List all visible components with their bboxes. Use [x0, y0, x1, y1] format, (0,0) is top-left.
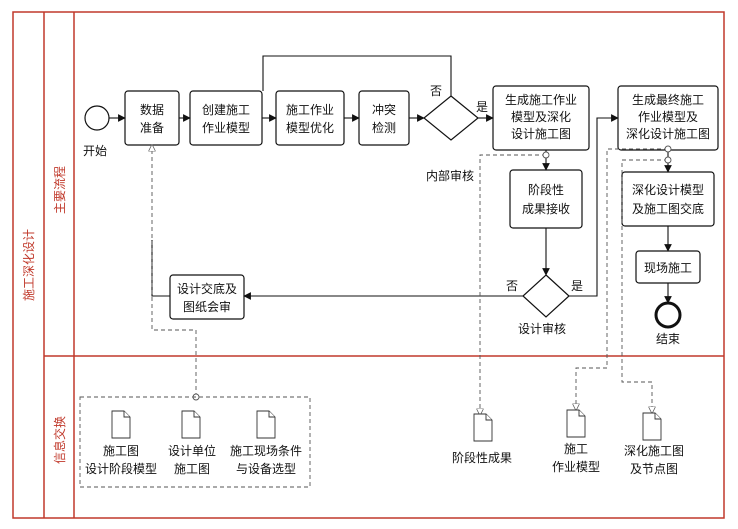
- svg-text:模型优化: 模型优化: [286, 121, 334, 135]
- svg-text:模型及深化: 模型及深化: [511, 110, 571, 124]
- sequence-flows: [109, 55, 672, 304]
- svg-text:作业模型及: 作业模型及: [638, 110, 698, 124]
- svg-text:作业模型: 作业模型: [552, 460, 600, 474]
- svg-text:施工图: 施工图: [103, 444, 139, 458]
- gateway-design-review[interactable]: [522, 274, 570, 318]
- gateway-design-review-label: 设计审核: [518, 321, 566, 336]
- task-optimize[interactable]: 施工作业 模型优化: [275, 90, 345, 146]
- svg-text:设计交底及: 设计交底及: [177, 281, 237, 296]
- pool-title: 施工深化设计: [22, 229, 36, 301]
- svg-text:阶段性成果: 阶段性成果: [452, 450, 512, 465]
- svg-text:阶段性: 阶段性: [528, 182, 564, 197]
- lane-info-title: 信息交换: [52, 416, 67, 464]
- svg-text:数据: 数据: [140, 102, 164, 117]
- input-group: [79, 396, 311, 488]
- start-label: 开始: [83, 144, 107, 158]
- svg-text:作业模型: 作业模型: [202, 121, 250, 135]
- svg-text:深化设计施工图: 深化设计施工图: [626, 127, 710, 141]
- gateway-review-yes-label: 是: [571, 279, 583, 293]
- task-final[interactable]: 生成最终施工 作业模型及 深化设计施工图: [617, 85, 719, 151]
- gateway-review-no-label: 否: [506, 279, 518, 293]
- output-detail-drawings[interactable]: 深化施工图 及节点图: [624, 412, 684, 476]
- input-doc-2[interactable]: 设计单位 施工图: [168, 410, 216, 476]
- svg-text:及节点图: 及节点图: [630, 462, 678, 476]
- output-work-model[interactable]: 施工 作业模型: [552, 409, 600, 474]
- svg-text:创建施工: 创建施工: [202, 103, 250, 117]
- input-doc-1[interactable]: 施工图 设计阶段模型: [85, 410, 157, 476]
- lane-main-title: 主要流程: [52, 166, 67, 214]
- input-doc-3[interactable]: 施工现场条件 与设备选型: [230, 410, 302, 476]
- task-stage-accept[interactable]: 阶段性 成果接收: [509, 169, 583, 229]
- task-data-prep[interactable]: 数据 准备: [124, 90, 180, 146]
- end-event[interactable]: [654, 301, 682, 329]
- output-stage-result[interactable]: 阶段性成果: [452, 413, 512, 465]
- svg-text:施工: 施工: [564, 442, 588, 456]
- svg-text:冲突: 冲突: [372, 102, 396, 117]
- svg-text:深化施工图: 深化施工图: [624, 444, 684, 458]
- annotation-internal-review: 内部审核: [426, 168, 474, 183]
- svg-text:施工现场条件: 施工现场条件: [230, 444, 302, 458]
- task-site-construction[interactable]: 现场施工: [635, 250, 701, 284]
- task-handover[interactable]: 深化设计模型 及施工图交底: [621, 171, 715, 227]
- gateway-clash[interactable]: [423, 95, 479, 141]
- svg-text:成果接收: 成果接收: [522, 201, 570, 216]
- end-label: 结束: [656, 332, 680, 346]
- svg-text:现场施工: 现场施工: [644, 261, 692, 275]
- task-clash-detection[interactable]: 冲突 检测: [358, 90, 410, 146]
- gateway-clash-no-label: 否: [430, 84, 442, 98]
- svg-text:检测: 检测: [372, 120, 396, 135]
- svg-text:深化设计模型: 深化设计模型: [632, 183, 704, 197]
- pool: [12, 11, 725, 519]
- start-event[interactable]: [84, 105, 110, 131]
- svg-text:设计单位: 设计单位: [168, 443, 216, 458]
- svg-text:施工作业: 施工作业: [286, 103, 334, 117]
- task-generate[interactable]: 生成施工作业 模型及深化 设计施工图: [492, 85, 590, 151]
- svg-text:生成最终施工: 生成最终施工: [632, 92, 704, 107]
- task-review-meeting[interactable]: 设计交底及 图纸会审: [169, 274, 245, 320]
- task-create-model[interactable]: 创建施工 作业模型: [189, 90, 263, 146]
- svg-text:施工图: 施工图: [174, 462, 210, 476]
- svg-text:及施工图交底: 及施工图交底: [632, 201, 704, 216]
- svg-text:准备: 准备: [140, 121, 164, 135]
- gateway-clash-yes-label: 是: [476, 100, 488, 114]
- svg-text:与设备选型: 与设备选型: [236, 462, 296, 476]
- svg-text:设计阶段模型: 设计阶段模型: [85, 461, 157, 476]
- svg-text:生成施工作业: 生成施工作业: [505, 93, 577, 107]
- svg-text:图纸会审: 图纸会审: [183, 299, 231, 314]
- svg-text:设计施工图: 设计施工图: [511, 127, 571, 141]
